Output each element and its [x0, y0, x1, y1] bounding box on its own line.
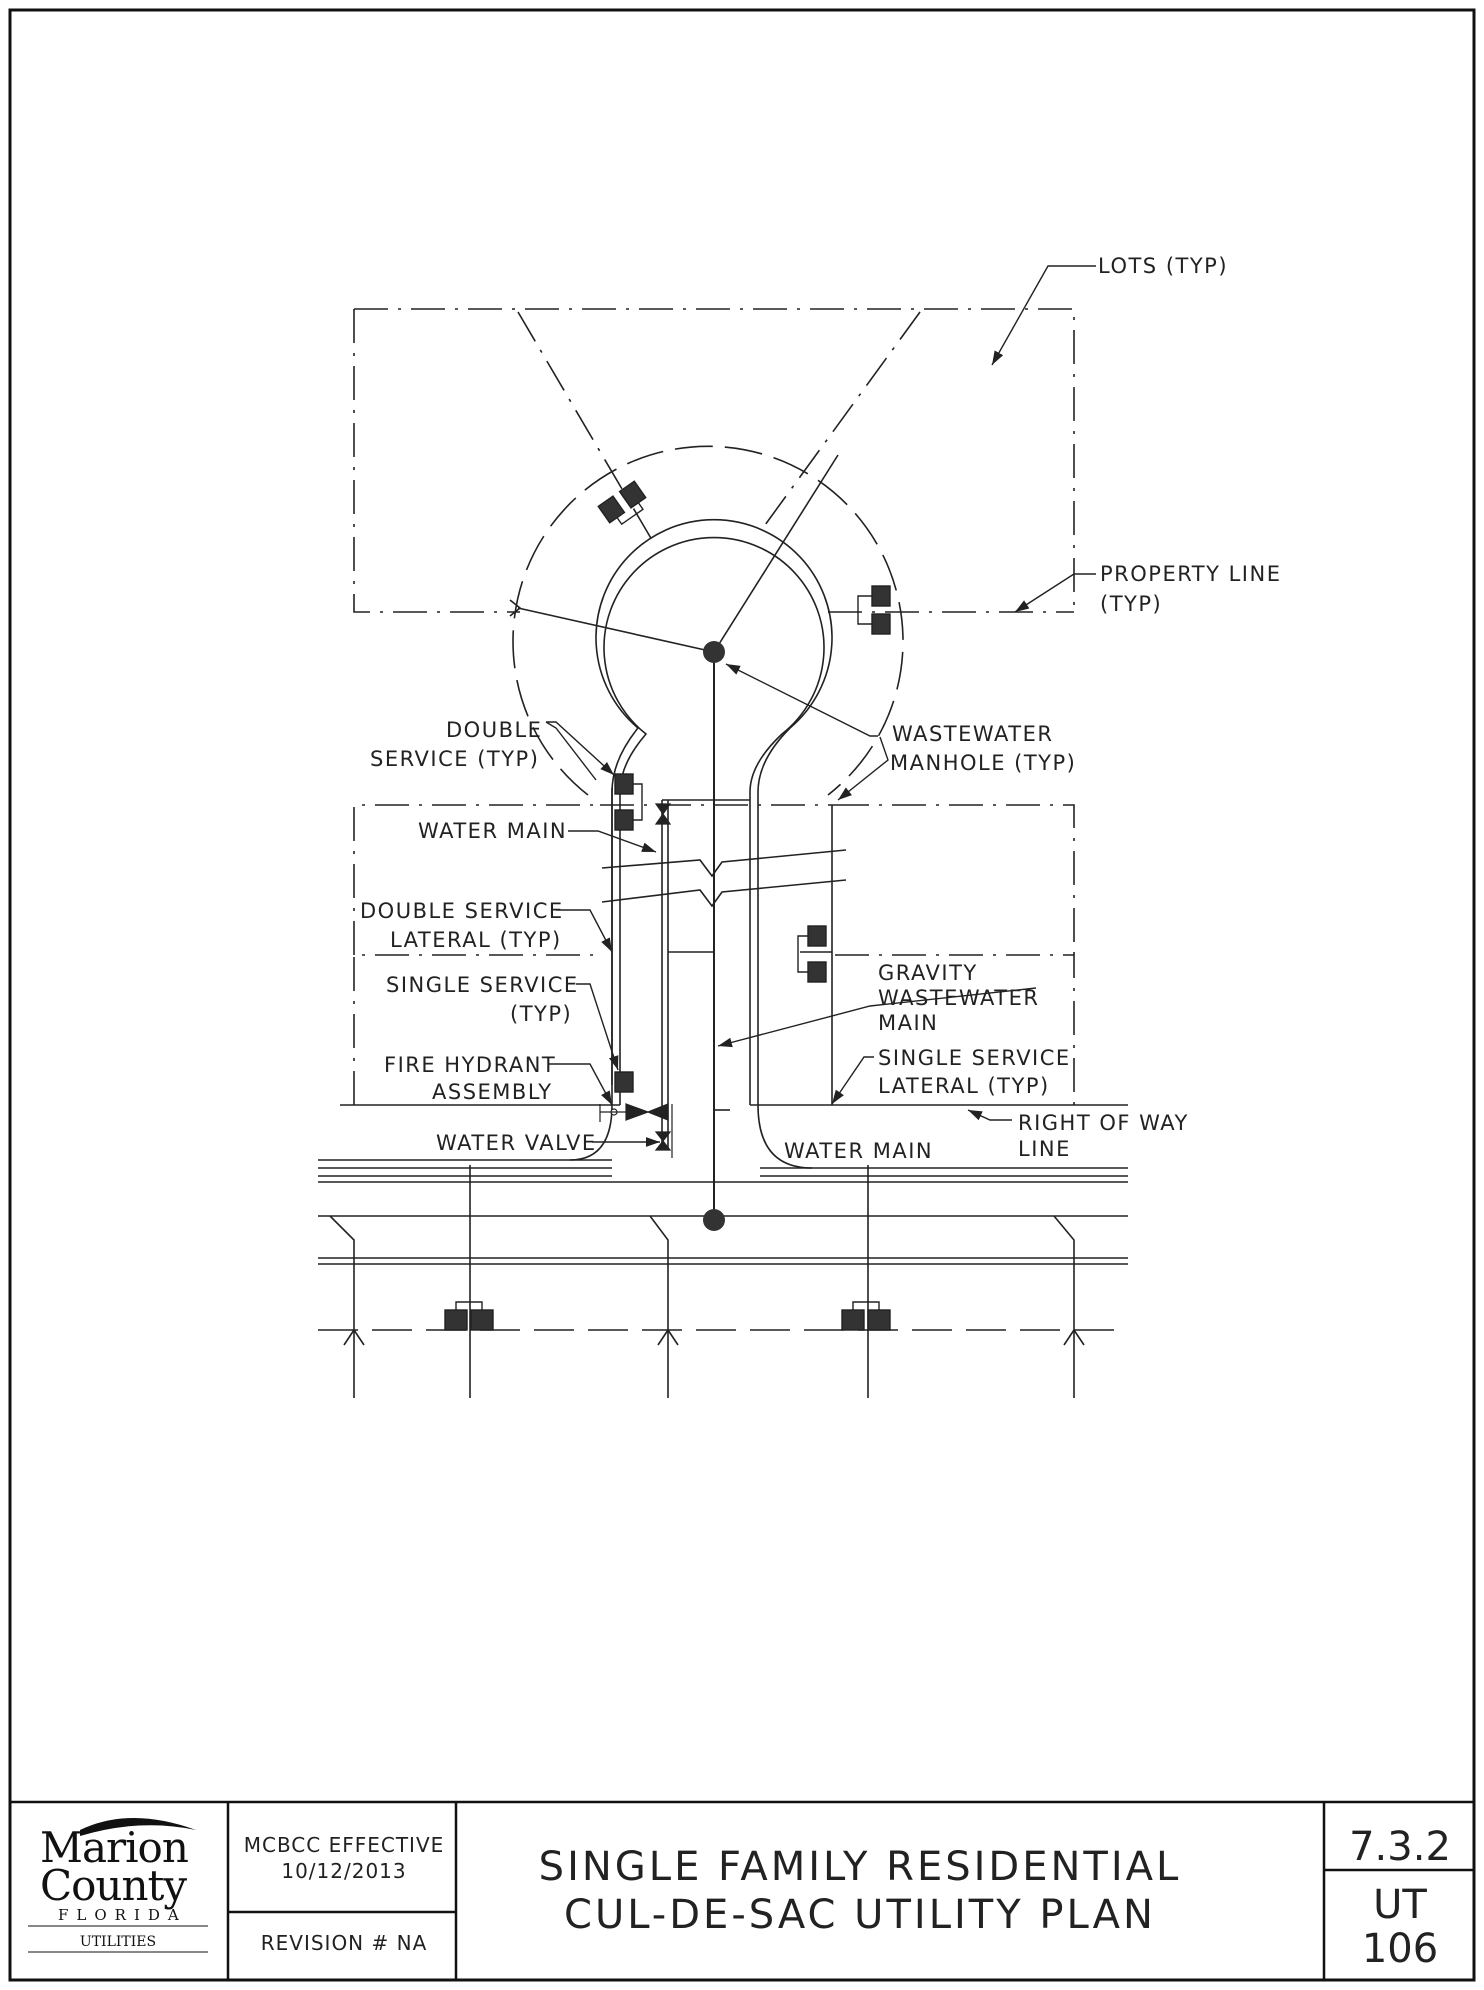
- service-laterals: [611, 788, 833, 1105]
- label-gravity: GRAVITY: [878, 961, 978, 985]
- water-main: [661, 799, 750, 1150]
- label-gravity-wastewater: WASTEWATER: [878, 986, 1039, 1010]
- logo-florida: FLORIDA: [58, 1906, 187, 1924]
- label-water-main-upper: WATER MAIN: [418, 819, 567, 843]
- effective-date: 10/12/2013: [281, 1859, 406, 1883]
- effective-label: MCBCC EFFECTIVE: [244, 1833, 445, 1857]
- marion-county-logo: Marion County FLORIDA UTILITIES: [28, 1818, 208, 1953]
- label-wastewater-manhole-typ: MANHOLE (TYP): [890, 751, 1076, 775]
- label-wastewater-manhole: WASTEWATER: [892, 722, 1053, 746]
- cul-de-sac-edge-outer: [595, 518, 833, 1105]
- label-property-line: PROPERTY LINE: [1100, 562, 1281, 586]
- wastewater-manhole-lower: [703, 1209, 725, 1231]
- title-block: [10, 1800, 1474, 1980]
- ray-arrow-left: [509, 599, 522, 617]
- cul-de-sac-edge-inner: [603, 536, 825, 1105]
- label-property-line-typ: (TYP): [1100, 592, 1162, 616]
- lower-lot-lines: [329, 1165, 1085, 1398]
- label-gravity-main: MAIN: [878, 1011, 938, 1035]
- plan-drawing: [318, 308, 1128, 1398]
- label-lots: LOTS (TYP): [1098, 254, 1228, 278]
- label-fire-hydrant: FIRE HYDRANT: [384, 1053, 556, 1077]
- lot-line-ray-left: [517, 607, 715, 653]
- drawing-code: UT: [1373, 1882, 1427, 1928]
- label-single-service-lateral: SINGLE SERVICE: [878, 1046, 1071, 1070]
- break-line-upper: [601, 849, 847, 878]
- label-right-of-way: RIGHT OF WAY: [1018, 1111, 1189, 1135]
- wastewater-manhole-upper: [703, 641, 725, 663]
- label-double-service-lateral-typ: LATERAL (TYP): [390, 928, 562, 952]
- lot-line-ray-right: [713, 454, 839, 653]
- street-lines: [318, 1104, 1128, 1265]
- label-single-service-typ: (TYP): [510, 1002, 572, 1026]
- sheet-border: [8, 8, 1476, 1982]
- label-double-service-typ: SERVICE (TYP): [370, 747, 539, 771]
- logo-utilities: UTILITIES: [80, 1934, 156, 1950]
- label-fire-hydrant-assembly: ASSEMBLY: [432, 1080, 553, 1104]
- logo-swoosh-icon: [80, 1818, 196, 1836]
- label-double-service-lateral: DOUBLE SERVICE: [360, 899, 564, 923]
- drawing-number: 106: [1362, 1926, 1438, 1972]
- break-line-lower: [601, 879, 847, 908]
- sheet-title-line-1: SINGLE FAMILY RESIDENTIAL: [539, 1844, 1182, 1890]
- label-right-of-way-line: LINE: [1018, 1137, 1071, 1161]
- leader-lines: [545, 265, 1096, 1147]
- label-single-service-lateral-typ: LATERAL (TYP): [878, 1074, 1050, 1098]
- revision-number: REVISION # NA: [261, 1931, 428, 1955]
- logo-marion: Marion: [40, 1823, 188, 1872]
- service-meters: [444, 480, 891, 1331]
- lot-lines: [353, 308, 1075, 1105]
- sheet-title-line-2: CUL-DE-SAC UTILITY PLAN: [564, 1892, 1156, 1938]
- label-water-main-lower: WATER MAIN: [784, 1139, 933, 1163]
- label-single-service: SINGLE SERVICE: [386, 973, 579, 997]
- label-water-valve: WATER VALVE: [436, 1131, 597, 1155]
- property-line-arc: [512, 445, 904, 796]
- section-number: 7.3.2: [1349, 1824, 1451, 1870]
- label-double-service: DOUBLE: [446, 718, 542, 742]
- logo-county: County: [40, 1861, 187, 1910]
